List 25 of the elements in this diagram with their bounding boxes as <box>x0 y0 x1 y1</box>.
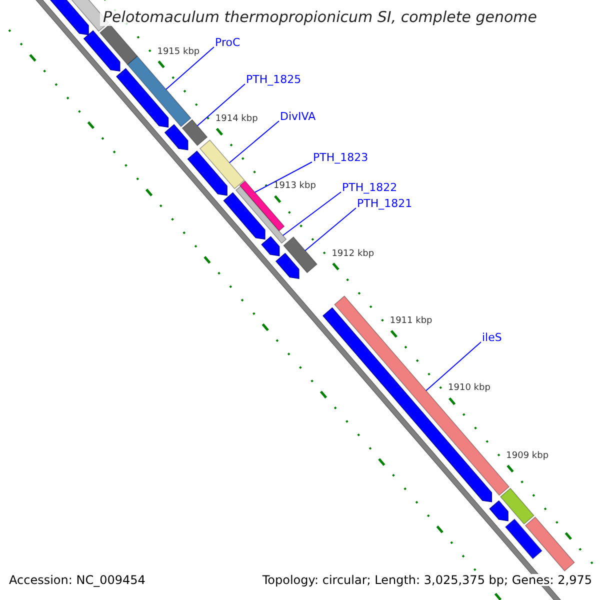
scale-label: 1914 kbp <box>215 112 258 125</box>
gene-label: PTH_1822 <box>342 182 398 194</box>
gene-label: ileS <box>482 332 502 344</box>
gene-bar <box>182 119 208 146</box>
leader-line <box>282 192 342 236</box>
gene-bar <box>504 518 542 560</box>
accession-text: Accession: NC_009454 <box>9 574 146 586</box>
leader-line <box>166 46 214 90</box>
gene-label: DivIVA <box>280 111 316 123</box>
scale-label: 1909 kbp <box>506 450 549 462</box>
scale-label: 1911 kbp <box>390 315 432 328</box>
gene-label: PTH_1821 <box>357 198 412 210</box>
leader-line <box>254 162 312 193</box>
scale-label: 1910 kbp <box>448 382 490 394</box>
leader-line <box>228 120 280 164</box>
scale-label: 1915 kbp <box>157 46 200 58</box>
leader-line <box>426 342 482 392</box>
genome-info-text: Topology: circular; Length: 3,025,375 bp; Genes: 2,975 <box>262 574 592 586</box>
scale-label: 1913 kbp <box>274 180 316 192</box>
gene-label: PTH_1825 <box>246 74 302 86</box>
leader-line <box>196 84 246 126</box>
gene-label: PTH_1823 <box>313 152 368 164</box>
gene-label: ProC <box>215 37 240 49</box>
leader-line <box>304 208 356 252</box>
scale-label: 1912 kbp <box>332 248 374 260</box>
